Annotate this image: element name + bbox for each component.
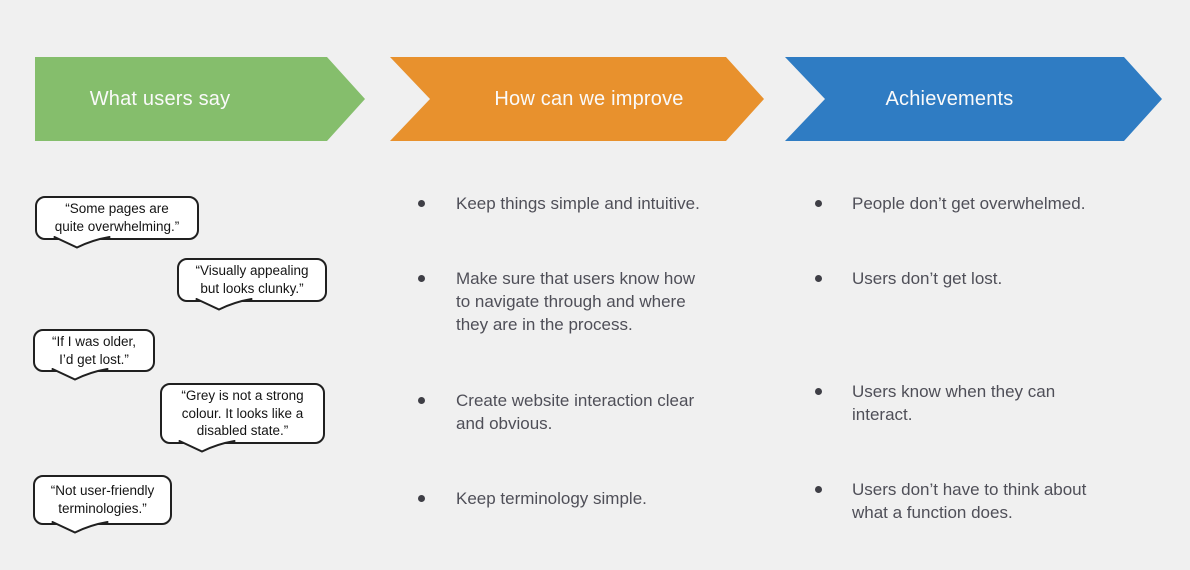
speech-bubble-tail-icon bbox=[51, 521, 109, 534]
list-item: Keep terminology simple. bbox=[418, 487, 647, 510]
speech-bubble-tail-icon bbox=[178, 440, 236, 453]
improvement-text: Make sure that users know how to navigat… bbox=[456, 269, 696, 334]
header-arrow-what-users-say: What users say bbox=[35, 57, 365, 141]
bullet-dot-icon bbox=[418, 200, 425, 207]
achievement-text: Users know when they can interact. bbox=[852, 382, 1056, 424]
list-item: Users don’t get lost. bbox=[815, 267, 1002, 290]
speech-bubble-tail-icon bbox=[195, 298, 253, 311]
quote-text: “Visually appealing but looks clunky.” bbox=[195, 263, 309, 296]
bullet-dot-icon bbox=[815, 486, 822, 493]
bullet-dot-icon bbox=[418, 495, 425, 502]
speech-bubble-terminologies: “Not user-friendly terminologies.” bbox=[33, 475, 172, 534]
header-arrow-how-can-we-improve: How can we improve bbox=[390, 57, 764, 141]
quote-text: “Grey is not a strong colour. It looks l… bbox=[181, 388, 304, 439]
bullet-dot-icon bbox=[418, 397, 425, 404]
speech-bubble-tail-icon bbox=[53, 236, 111, 249]
bullet-dot-icon bbox=[815, 275, 822, 282]
list-item: Make sure that users know how to navigat… bbox=[418, 267, 695, 336]
speech-bubble-get-lost: “If I was older, I’d get lost.” bbox=[33, 329, 155, 381]
header-arrow-achievements: Achievements bbox=[785, 57, 1162, 141]
quote-text: “Not user-friendly terminologies.” bbox=[50, 483, 155, 516]
speech-bubble-grey-disabled: “Grey is not a strong colour. It looks l… bbox=[160, 383, 325, 453]
bullet-dot-icon bbox=[418, 275, 425, 282]
improvement-text: Keep terminology simple. bbox=[456, 489, 647, 508]
bullet-dot-icon bbox=[815, 388, 822, 395]
list-item: Users know when they can interact. bbox=[815, 380, 1055, 426]
list-item: Users don’t have to think about what a f… bbox=[815, 478, 1086, 524]
improvement-text: Create website interaction clear and obv… bbox=[456, 391, 695, 433]
list-item: Create website interaction clear and obv… bbox=[418, 389, 694, 435]
list-item: People don’t get overwhelmed. bbox=[815, 192, 1085, 215]
achievement-text: Users don’t get lost. bbox=[852, 269, 1003, 288]
header-arrow-label: Achievements bbox=[885, 87, 1014, 110]
header-arrow-label: What users say bbox=[89, 87, 231, 110]
bullet-dot-icon bbox=[815, 200, 822, 207]
header-arrow-label: How can we improve bbox=[494, 87, 684, 110]
speech-bubble-overwhelming: “Some pages are quite overwhelming.” bbox=[35, 196, 199, 249]
improvement-text: Keep things simple and intuitive. bbox=[456, 194, 700, 213]
quote-text: “Some pages are quite overwhelming.” bbox=[54, 201, 180, 234]
speech-bubble-clunky: “Visually appealing but looks clunky.” bbox=[177, 258, 327, 311]
achievement-text: People don’t get overwhelmed. bbox=[852, 194, 1086, 213]
achievement-text: Users don’t have to think about what a f… bbox=[852, 480, 1087, 522]
list-item: Keep things simple and intuitive. bbox=[418, 192, 700, 215]
speech-bubble-tail-icon bbox=[51, 368, 109, 381]
quote-text: “If I was older, I’d get lost.” bbox=[51, 333, 137, 367]
